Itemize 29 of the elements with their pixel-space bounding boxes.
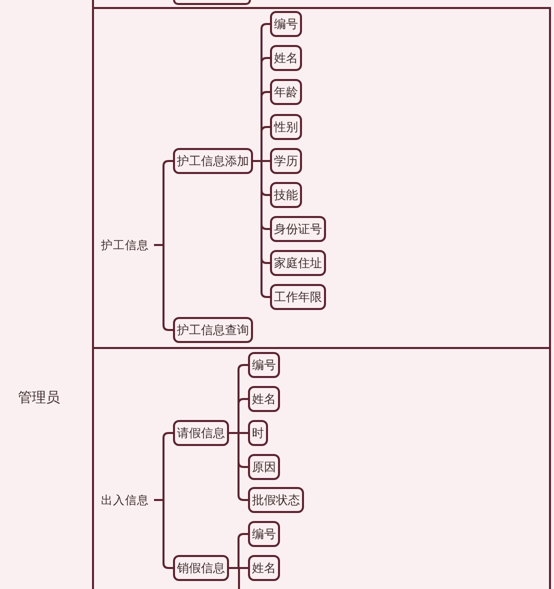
topic-box: 姓名	[248, 555, 280, 581]
topic-box: 技能	[270, 182, 302, 208]
root-label: 管理员	[18, 388, 60, 408]
topic-box: 批假状态	[248, 487, 304, 513]
topic-box: 请假信息	[173, 420, 229, 446]
connector-line	[154, 244, 173, 331]
topic-box: 姓名	[270, 45, 302, 71]
branch-label: 出入信息	[101, 491, 154, 509]
topic-box: 身份证号	[270, 216, 326, 242]
topic-box: 原因	[248, 454, 280, 480]
section-panel	[92, 7, 551, 349]
topic-box: 家庭住址	[270, 250, 326, 276]
section-panel	[92, 347, 551, 589]
topic-box: 年龄	[270, 79, 302, 105]
topic-box: 姓名	[248, 386, 280, 412]
branch-label: 护工信息	[101, 236, 154, 254]
topic-box: 编号	[248, 352, 280, 378]
topic-box: 工作年限	[270, 284, 326, 310]
topic-box: 性别	[270, 114, 302, 140]
topic-box	[173, 0, 251, 5]
topic-box: 编号	[270, 11, 302, 37]
topic-box: 编号	[248, 521, 280, 547]
topic-box: 护工信息添加	[173, 148, 253, 174]
topic-box: 护工信息查询	[173, 317, 253, 343]
topic-box: 销假信息	[173, 555, 229, 581]
topic-box: 时	[248, 420, 268, 446]
topic-box: 学历	[270, 148, 302, 174]
connector-line	[229, 432, 248, 501]
connector-line	[154, 499, 173, 569]
